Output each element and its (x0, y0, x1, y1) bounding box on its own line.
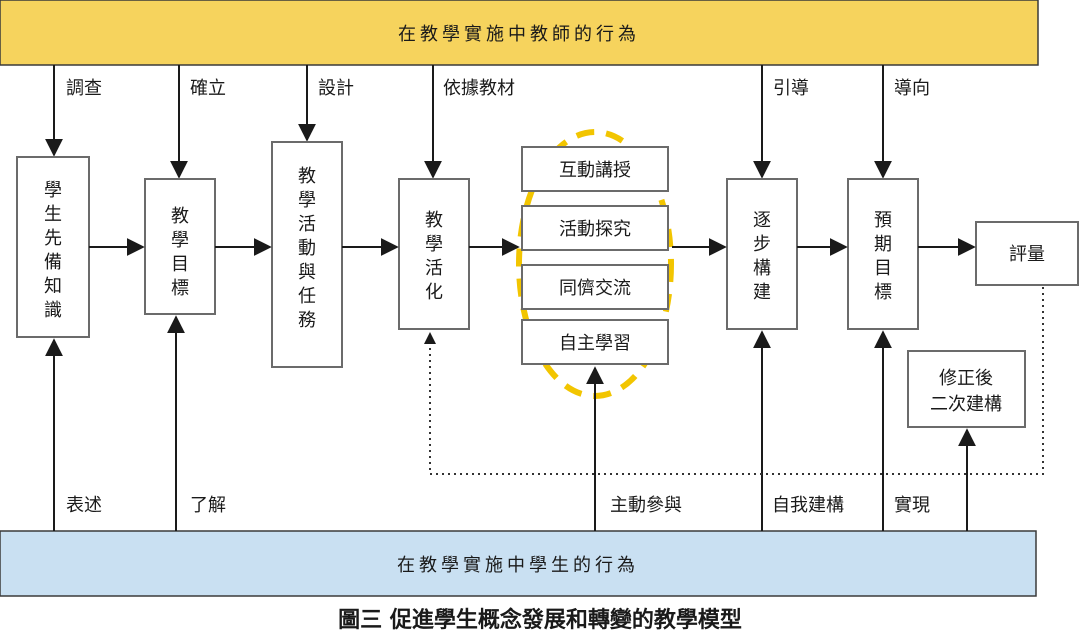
method-box-1 (521, 146, 669, 192)
svg-text:知: 知 (44, 276, 62, 297)
box-prior-knowledge-text: 學 生 先 備 知 識 (44, 180, 62, 321)
box-prior-knowledge (16, 156, 90, 338)
svg-text:目: 目 (874, 258, 892, 279)
method-label-2: 活動探究 (559, 219, 631, 240)
assessment-label: 評量 (1009, 244, 1045, 265)
label-establish: 確立 (190, 78, 226, 99)
feedback-arrowhead (424, 332, 436, 344)
svg-text:預: 預 (874, 210, 892, 231)
svg-text:活: 活 (425, 258, 443, 279)
revised-label-2: 二次建構 (930, 394, 1002, 415)
label-direct: 導向 (894, 78, 930, 99)
box-assessment (975, 221, 1079, 286)
method-label-1: 互動講授 (559, 160, 631, 181)
revised-label-1: 修正後 (939, 368, 993, 389)
label-express: 表述 (66, 495, 102, 516)
svg-text:化: 化 (425, 282, 443, 303)
label-material: 依據教材 (443, 78, 515, 99)
method-label-3: 同儕交流 (559, 278, 631, 299)
svg-text:教: 教 (425, 210, 443, 231)
svg-text:動: 動 (298, 238, 316, 259)
svg-text:識: 識 (44, 300, 62, 321)
box-expected-goal-text: 預 期 目 標 (874, 210, 892, 303)
label-design: 設計 (318, 78, 354, 99)
svg-text:學: 學 (298, 190, 316, 211)
svg-text:學: 學 (44, 180, 62, 201)
label-realize: 實現 (894, 495, 930, 516)
label-guide: 引導 (773, 78, 809, 99)
box-expected-goal (847, 178, 919, 330)
method-box-4 (521, 319, 669, 365)
box-activation (398, 178, 470, 330)
svg-text:務: 務 (298, 310, 316, 331)
label-participate: 主動參與 (610, 495, 682, 516)
svg-text:標: 標 (874, 282, 892, 303)
svg-text:期: 期 (874, 234, 892, 255)
box-activity-task-text: 教 學 活 動 與 任 務 (298, 166, 316, 331)
box-stepwise-text: 逐 步 構 建 (753, 210, 771, 303)
svg-text:備: 備 (44, 252, 62, 273)
svg-text:構: 構 (753, 258, 771, 279)
svg-text:標: 標 (171, 278, 189, 299)
method-box-3 (521, 264, 669, 310)
svg-text:目: 目 (171, 254, 189, 275)
svg-text:教: 教 (171, 206, 189, 227)
box-revised (907, 350, 1026, 428)
svg-text:學: 學 (425, 234, 443, 255)
label-survey: 調查 (66, 78, 102, 99)
svg-text:先: 先 (44, 228, 62, 249)
svg-text:生: 生 (44, 204, 62, 225)
box-stepwise (726, 178, 798, 330)
svg-text:學: 學 (171, 230, 189, 251)
svg-text:步: 步 (753, 234, 771, 255)
box-teaching-goal-text: 教 學 目 標 (171, 206, 189, 299)
student-band-label: 在教學實施中學生的行為 (397, 555, 639, 576)
teacher-band (0, 0, 1039, 66)
svg-text:逐: 逐 (753, 210, 771, 231)
figure-caption: 圖三 促進學生概念發展和轉變的教學模型 (338, 607, 742, 633)
label-self-build: 自我建構 (772, 495, 844, 516)
svg-text:任: 任 (298, 286, 316, 307)
label-understand: 了解 (190, 495, 226, 516)
svg-text:建: 建 (753, 282, 771, 303)
teacher-band-label: 在教學實施中教師的行為 (398, 24, 640, 45)
method-box-2 (521, 205, 669, 251)
method-label-4: 自主學習 (559, 333, 631, 354)
student-band (0, 530, 1037, 597)
box-activation-text: 教 學 活 化 (425, 210, 443, 303)
svg-text:與: 與 (298, 262, 316, 283)
box-activity-task (271, 141, 343, 368)
svg-text:活: 活 (298, 214, 316, 235)
feedback-dotted-loop (429, 287, 1044, 475)
svg-text:教: 教 (298, 166, 316, 187)
box-teaching-goal (144, 178, 216, 315)
